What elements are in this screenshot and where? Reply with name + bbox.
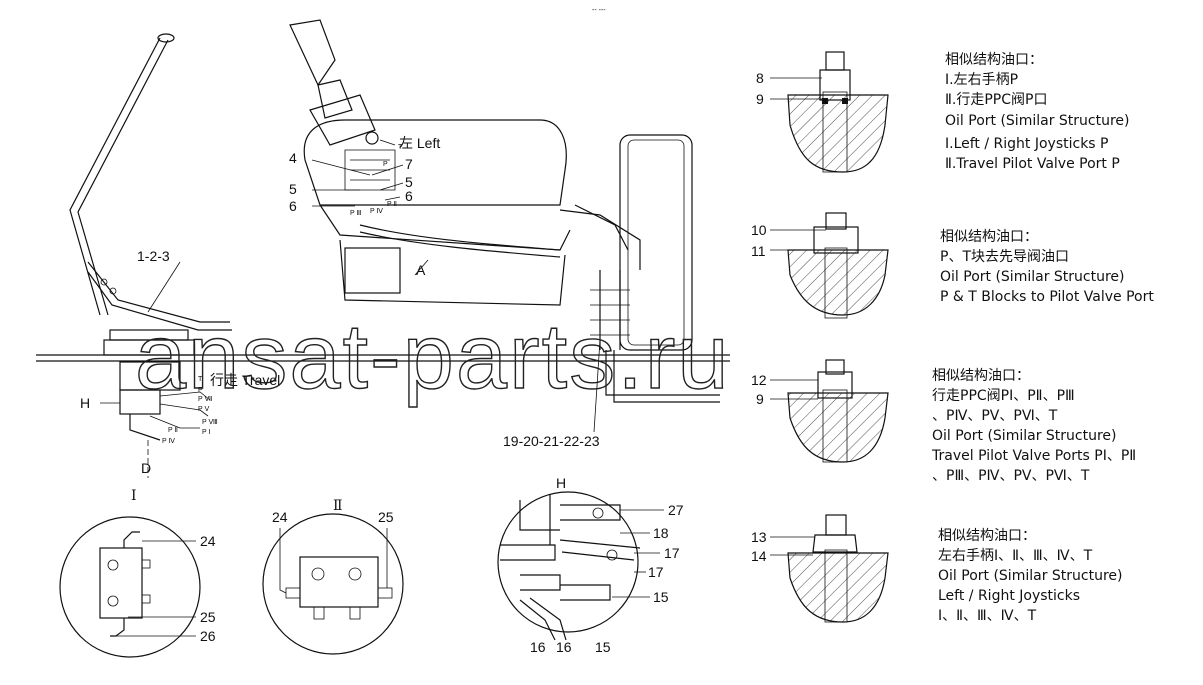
callout-26: 26 [200,628,216,644]
callout-18: 18 [653,525,669,541]
fitting-section-4: 13 14 [751,514,889,623]
callout-16: 16 [530,639,546,655]
note-line: 相似结构油口： [945,52,1043,68]
callout-14: 14 [751,548,767,564]
joystick [289,19,396,191]
callout-15b: 15 [595,639,611,655]
fitting-section-3: 12 9 [751,359,889,463]
main-assembly-view: ansat-parts.ru 左 Left 4 5 6 7 5 6 1-2-3 … [36,19,731,478]
callout-17: 17 [664,545,680,561]
port-mark: P Ⅳ [162,438,175,445]
callout-25: 25 [200,609,216,625]
callout-5: 5 [289,181,297,197]
port-mark: P Ⅷ [202,419,218,426]
note-line: 、PⅢ、PⅣ、PⅤ、PⅥ、T [932,468,1090,484]
fitting-note-2: 相似结构油口： P、T块去先导阀油口 Oil Port (Similar Str… [940,227,1154,307]
note-line: 左右手柄Ⅰ、Ⅱ、Ⅲ、Ⅳ、T [938,548,1093,564]
callout-11: 11 [751,243,766,259]
callout-16b: 16 [556,639,572,655]
note-line: Oil Port (Similar Structure) [938,568,1123,584]
port-mark: P [198,387,203,394]
note-line: Travel Pilot Valve Ports PⅠ、PⅡ [932,448,1137,464]
port-mark: T [398,144,403,151]
note-line: 、PⅣ、PⅤ、PⅥ、T [932,408,1058,424]
note-line: Oil Port (Similar Structure) [945,113,1130,129]
detail-h-title: H [556,475,566,491]
callout-1-2-3: 1-2-3 [137,248,170,264]
arrow-a-label: A [416,262,426,278]
callout-15: 15 [653,589,669,605]
travel-lever [69,33,232,356]
callout-27: 27 [668,502,684,518]
detail-i-title: Ⅰ [131,488,137,504]
callout-6b: 6 [405,188,413,204]
note-line: 相似结构油口： [940,229,1038,245]
port-mark: P Ⅲ [350,210,361,217]
callout-17b: 17 [648,564,664,580]
detail-view-h: H 27 18 17 17 15 16 16 15 [497,475,684,655]
view-h-label: H [80,395,90,411]
fitting-note-4: 相似结构油口： 左右手柄Ⅰ、Ⅱ、Ⅲ、Ⅳ、T Oil Port (Similar … [938,526,1122,626]
note-line: Oil Port (Similar Structure) [932,428,1117,444]
callout-9b: 9 [756,391,764,407]
view-d-label: D [141,460,151,476]
port-mark: P Ⅴ [198,406,209,413]
port-mark: P Ⅶ [198,396,212,403]
callout-24: 24 [200,533,216,549]
port-mark: P Ⅳ [370,208,383,215]
watermark: ansat-parts.ru [135,306,731,408]
detail-view-i: Ⅰ 24 25 26 [59,488,216,658]
port-mark: T [198,376,203,383]
callout-13: 13 [751,529,767,545]
port-mark: P Ⅱ [168,427,178,434]
callout-10: 10 [751,222,767,238]
port-mark: P [383,161,388,168]
callout-8: 8 [756,70,764,86]
note-line: Ⅰ、Ⅱ、Ⅲ、Ⅳ、T [938,608,1037,624]
travel-label: 行走 Travel [210,372,280,388]
hose-bundle [359,204,720,403]
fitting-note-1: 相似结构油口： Ⅰ.左右手柄P Ⅱ.行走PPC阀P口 Oil Port (Sim… [945,50,1129,174]
callout-25b: 25 [378,509,394,525]
callout-24b: 24 [272,509,288,525]
callout-19-23: 19-20-21-22-23 [503,433,600,449]
travel-pilot-valve [119,361,211,478]
callout-12: 12 [751,372,767,388]
fitting-note-3: 相似结构油口： 行走PPC阀PⅠ、PⅡ、PⅢ 、PⅣ、PⅤ、PⅥ、T Oil P… [932,366,1136,486]
cab-seat [303,119,693,351]
fitting-section-2: 10 11 [751,212,889,319]
callout-4: 4 [289,150,297,166]
fitting-section-1: 8 9 [756,51,889,173]
callout-6: 6 [289,198,297,214]
left-label: 左 Left [399,135,440,151]
note-line: 相似结构油口： [932,368,1030,384]
callout-9: 9 [756,91,764,107]
note-line: Ⅱ.行走PPC阀P口 [945,92,1048,108]
note-line: Oil Port (Similar Structure) [940,269,1125,285]
note-line: P & T Blocks to Pilot Valve Port [940,289,1154,305]
port-mark: P Ⅱ [387,201,397,208]
note-line: P、T块去先导阀油口 [940,249,1069,265]
note-line: Ⅰ.Left / Right Joysticks P [945,136,1109,152]
detail-view-ii: Ⅱ 24 25 [262,498,404,655]
port-mark: P Ⅰ [202,429,211,436]
note-line: 行走PPC阀PⅠ、PⅡ、PⅢ [932,388,1075,404]
note-line: Ⅰ.左右手柄P [945,72,1019,88]
header-mark: -- --- [592,7,606,14]
callout-5b: 5 [405,174,413,190]
note-line: Left / Right Joysticks [938,588,1081,604]
detail-ii-title: Ⅱ [333,498,343,514]
note-line: Ⅱ.Travel Pilot Valve Port P [945,156,1120,172]
callout-7: 7 [405,156,413,172]
note-line: 相似结构油口： [938,528,1036,544]
